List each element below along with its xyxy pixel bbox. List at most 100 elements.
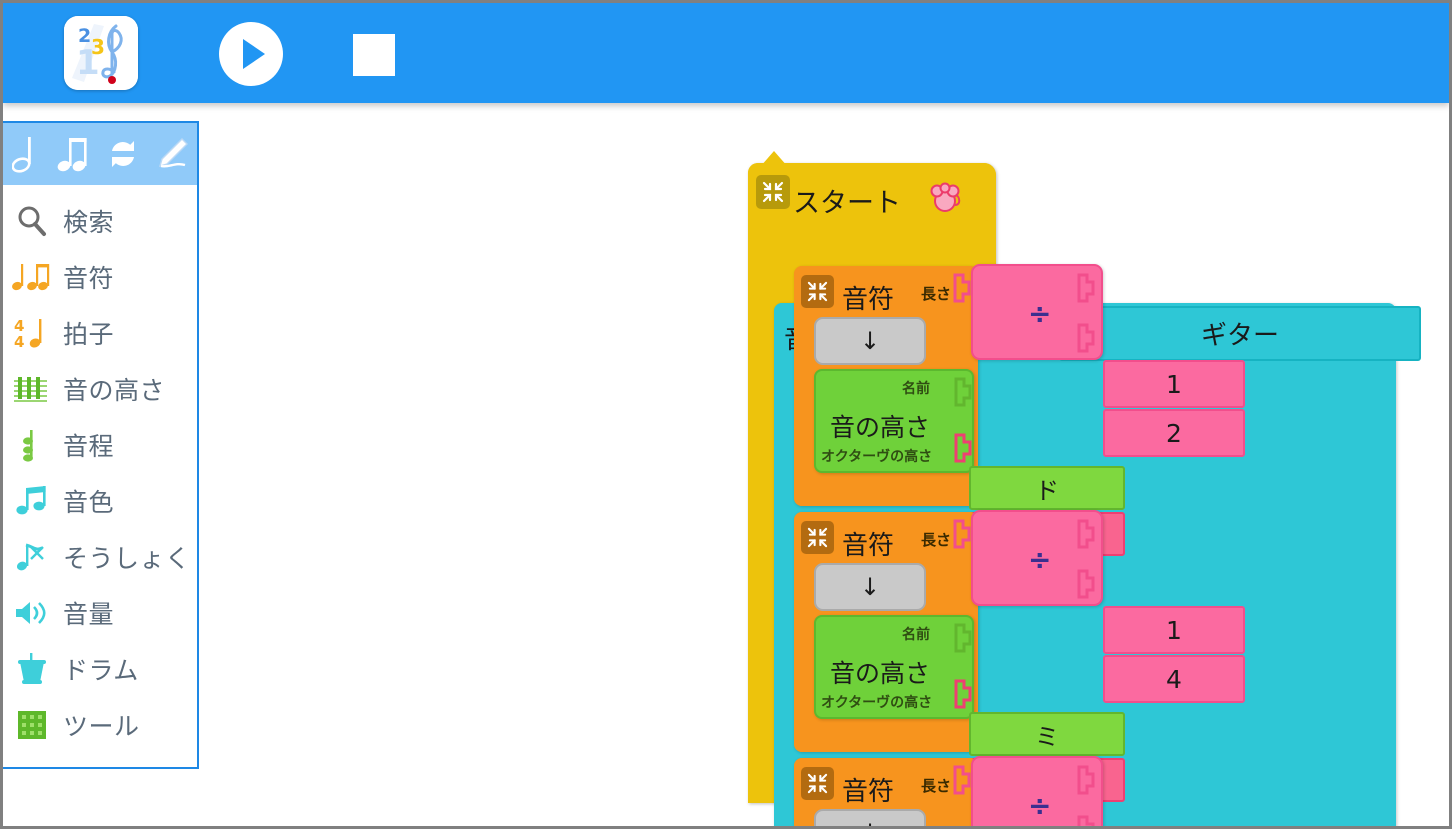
palette-item-label: 音符 (63, 264, 115, 293)
palette-item-label: ツール (63, 712, 140, 741)
value-text: 1 (1166, 615, 1182, 645)
pitch-name-socket-icon (954, 377, 972, 407)
pitch-block-title: 音の高さ (830, 659, 931, 688)
rest-arrow-text: ↓ (859, 327, 881, 355)
value-text: ミ (1035, 722, 1059, 751)
divide-operator: ÷ (1028, 789, 1052, 822)
divide-block[interactable]: ÷ (971, 756, 1103, 826)
stop-button[interactable] (353, 34, 395, 76)
note-length-socket-icon (953, 519, 971, 549)
value-text: 4 (1166, 664, 1182, 694)
pitch-octave-label: オクターヴの高さ (821, 449, 933, 465)
volume-icon (9, 590, 55, 636)
palette-item-tools[interactable]: ツール (3, 697, 197, 753)
pitch-octave-socket-icon (954, 433, 972, 463)
divide-numerator-socket-icon (1077, 519, 1095, 549)
palette-item-drum[interactable]: ドラム (3, 641, 197, 697)
svg-text:4: 4 (14, 333, 24, 351)
palette-item-meter[interactable]: 4 4 拍子 (3, 305, 197, 361)
pitch-name-socket-icon (954, 623, 972, 653)
notes-icon (9, 254, 55, 300)
rest-arrow-text: ↓ (860, 819, 880, 826)
half-note-icon[interactable] (5, 130, 49, 178)
svg-text:2: 2 (78, 25, 91, 47)
palette-item-label: 拍子 (63, 320, 115, 349)
palette-item-label: ドラム (63, 656, 139, 685)
collapse-icon[interactable] (801, 521, 834, 554)
top-toolbar: 2 3 1 (3, 3, 1449, 103)
timbre-value-text: ギター (1200, 321, 1279, 351)
timbre-icon (9, 478, 55, 524)
rest-arrow-block[interactable]: ↓ (814, 563, 926, 611)
pitch-name-label: 名前 (902, 381, 930, 397)
pitch-octave-socket-icon (954, 679, 972, 709)
divide-denominator-value[interactable]: 4 (1103, 655, 1245, 703)
divide-block[interactable]: ÷ (971, 264, 1103, 360)
rest-arrow-block[interactable]: ↓ (814, 317, 926, 365)
note-length-label: 長さ (921, 285, 952, 303)
palette-sidebar: 検索 音符 (3, 121, 199, 769)
note-block-label: 音符 (842, 777, 895, 807)
pitch-block[interactable]: 音の高さ 名前 オクターヴの高さ (814, 615, 974, 719)
divide-operator: ÷ (1028, 297, 1052, 330)
pencil-icon[interactable] (149, 130, 193, 178)
divide-block[interactable]: ÷ (971, 510, 1103, 606)
palette-item-search[interactable]: 検索 (3, 193, 197, 249)
note-foot (794, 484, 978, 506)
palette-item-label: 音色 (63, 488, 115, 517)
divide-numerator-value[interactable]: 1 (1103, 606, 1245, 654)
palette-item-label: 検索 (63, 208, 115, 237)
palette-item-label: 音程 (63, 432, 115, 461)
pitch-block-title: 音の高さ (830, 413, 931, 442)
divide-denominator-socket-icon (1077, 569, 1095, 599)
divide-operator: ÷ (1028, 543, 1052, 576)
rest-arrow-text: ↓ (859, 573, 881, 601)
palette-item-ornament[interactable]: そうしょく (3, 529, 197, 585)
note-foot (794, 730, 978, 752)
note-block-label: 音符 (842, 285, 895, 315)
pitch-name-value[interactable]: ド (969, 466, 1125, 510)
value-text: ド (1035, 476, 1059, 505)
palette-item-interval[interactable]: 音程 (3, 417, 197, 473)
note-length-label: 長さ (921, 777, 952, 795)
palette-item-pitch[interactable]: 音の高さ (3, 361, 197, 417)
mouse-turtle-icon[interactable] (928, 181, 962, 213)
timbre-value-block[interactable]: ギター (1059, 306, 1421, 361)
pitch-name-label: 名前 (902, 627, 930, 643)
collapse-icon[interactable] (801, 767, 834, 800)
meter-icon: 4 4 (9, 310, 55, 356)
palette-item-label: 音量 (63, 600, 115, 629)
pitch-octave-label: オクターヴの高さ (821, 695, 933, 711)
svg-text:3: 3 (91, 35, 105, 59)
drum-icon (9, 646, 55, 692)
palette-item-notes[interactable]: 音符 (3, 249, 197, 305)
note-block-label: 音符 (842, 531, 895, 561)
palette-item-volume[interactable]: 音量 (3, 585, 197, 641)
tools-icon (9, 702, 55, 748)
divide-numerator-value[interactable]: 1 (1103, 360, 1245, 408)
palette-item-timbre[interactable]: 音色 (3, 473, 197, 529)
refresh-icon[interactable] (101, 130, 145, 178)
palette-item-list: 検索 音符 (3, 185, 197, 753)
palette-header (3, 123, 197, 185)
rest-arrow-block[interactable]: ↓ (814, 809, 926, 826)
svg-text:4: 4 (14, 317, 24, 335)
palette-item-label: 音の高さ (63, 376, 166, 405)
eighth-notes-icon[interactable] (53, 130, 97, 178)
music-blocks-logo[interactable]: 2 3 1 (64, 16, 138, 90)
pitch-block[interactable]: 音の高さ 名前 オクターヴの高さ (814, 369, 974, 473)
note-length-socket-icon (953, 273, 971, 303)
collapse-icon[interactable] (756, 175, 790, 209)
play-button[interactable] (219, 22, 283, 86)
divide-denominator-socket-icon (1077, 815, 1095, 826)
divide-denominator-value[interactable]: 2 (1103, 409, 1245, 457)
start-block-header[interactable]: スタート (748, 163, 996, 221)
divide-denominator-socket-icon (1077, 323, 1095, 353)
blocks-canvas[interactable]: スタート 音色をせってい (3, 103, 1449, 826)
palette-item-label: そうしょく (63, 544, 191, 573)
pitch-icon (9, 366, 55, 412)
pitch-name-value[interactable]: ミ (969, 712, 1125, 756)
collapse-icon[interactable] (801, 275, 834, 308)
logo-graphic: 2 3 1 (64, 16, 138, 90)
